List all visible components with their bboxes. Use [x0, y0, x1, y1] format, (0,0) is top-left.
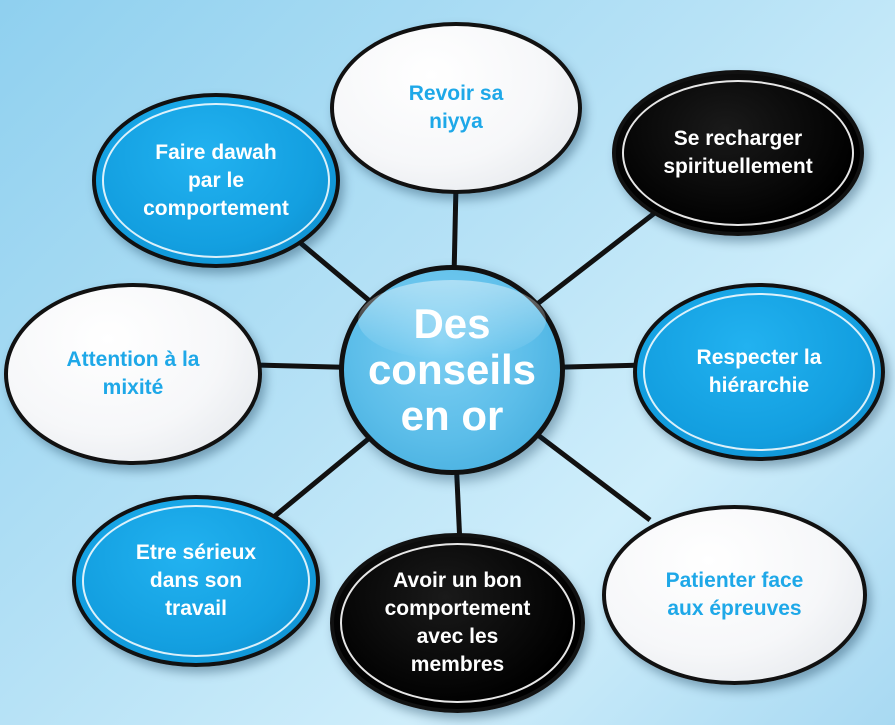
node-line: Respecter la: [696, 346, 822, 369]
center-line: conseils: [367, 346, 537, 393]
node-line: Se recharger: [673, 127, 803, 150]
node-attention-a-la-mixite: Attention à la mixité: [4, 283, 262, 465]
node-line: spirituellement: [663, 155, 813, 178]
node-line: hiérarchie: [708, 374, 810, 397]
node-patienter-face-aux-epreuves: Patienter face aux épreuves: [602, 505, 867, 685]
node-line: Revoir sa: [408, 82, 504, 105]
node-line: dans son: [149, 569, 243, 592]
node-line: comportement: [384, 597, 531, 620]
node-line: niyya: [429, 110, 483, 133]
node-faire-dawah-par-le-comportement: Faire dawah par le comportement: [92, 93, 340, 268]
node-line: comportement: [143, 196, 289, 220]
center-line: en or: [400, 392, 504, 439]
node-line: Avoir un bon: [393, 569, 522, 592]
node-line: avec les: [416, 625, 499, 648]
center-line: Des: [413, 300, 491, 347]
node-line: aux épreuves: [667, 597, 802, 620]
node-avoir-un-bon-comportement: Avoir un bon comportement avec les membr…: [330, 533, 585, 713]
node-line: mixité: [102, 376, 164, 399]
center-node-des-conseils-en-or: Des conseils en or: [339, 265, 565, 475]
node-revoir-sa-niyya: Revoir sa niyya: [330, 22, 582, 194]
node-line: membres: [410, 653, 505, 676]
node-line: Etre sérieux: [135, 541, 257, 564]
node-line: Patienter face: [665, 569, 804, 592]
node-se-recharger-spirituellement: Se recharger spirituellement: [612, 70, 864, 236]
node-line: Faire dawah: [155, 140, 277, 164]
node-etre-serieux-dans-son-travail: Etre sérieux dans son travail: [72, 495, 320, 667]
node-line: travail: [165, 597, 227, 620]
node-line: Attention à la: [66, 348, 200, 371]
node-respecter-la-hierarchie: Respecter la hiérarchie: [633, 283, 885, 461]
node-line: par le: [187, 168, 244, 192]
